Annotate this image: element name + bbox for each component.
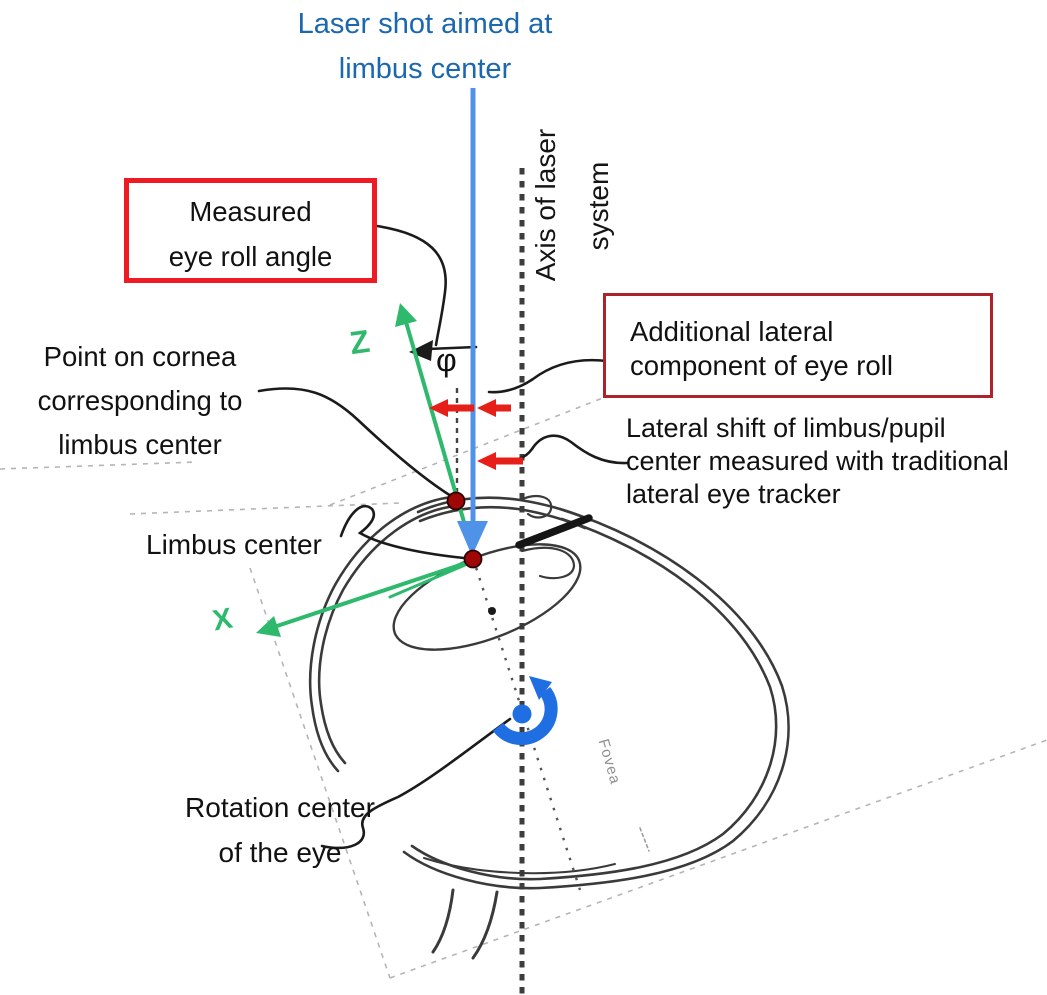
rotation-center-line2: of the eye <box>218 837 342 868</box>
roll-component-arrow-right <box>477 399 511 417</box>
limbus-center-dot <box>463 549 483 569</box>
coordinate-axes <box>256 303 477 637</box>
measured-eye-roll-line2: eye roll angle <box>168 241 333 272</box>
point-on-cornea-line2: corresponding to <box>37 385 243 416</box>
ciliary-squiggle-lower <box>520 546 576 580</box>
sclera-right-bottom-inner <box>410 517 778 881</box>
leader-rotation-center <box>320 717 512 850</box>
rotation-arrow-arc <box>492 687 558 746</box>
point-on-cornea-line3: limbus center <box>58 429 222 460</box>
lateral-shift-line3: lateral eye tracker <box>626 479 841 509</box>
optic-nerve-left <box>431 888 455 954</box>
laser-axis-label-line1: Axis of laser <box>530 128 561 282</box>
lateral-shift-label: Lateral shift of limbus/pupil center mea… <box>626 412 1047 511</box>
x-axis-double-stroke <box>388 560 474 599</box>
red-markers <box>446 491 483 569</box>
rotation-center-dot <box>512 704 532 724</box>
laser-shot-title: Laser shot aimed at limbus center <box>255 2 595 92</box>
plane-upper-line <box>129 502 401 515</box>
laser-shot-title-line1: Laser shot aimed at <box>297 8 553 40</box>
additional-lateral-line1: Additional lateral <box>630 316 834 347</box>
laser-beam-arrowhead-icon <box>457 521 488 556</box>
z-axis-line <box>404 320 477 562</box>
fovea-pointer-dash <box>639 827 650 852</box>
plane-bottom-edge <box>389 739 1047 979</box>
point-on-cornea-line1: Point on cornea <box>43 341 237 372</box>
rotation-center-line1: Rotation center <box>185 792 375 823</box>
optic-nerve-right <box>471 890 499 960</box>
z-axis-arrowhead-icon <box>395 303 417 327</box>
point-on-cornea-label: Point on cornea corresponding to limbus … <box>12 335 268 467</box>
eye-sketch <box>308 495 790 960</box>
rotation-center-label: Rotation center of the eye <box>152 785 408 875</box>
additional-lateral-box: Additional lateral component of eye roll <box>603 293 993 398</box>
measured-eye-roll-box: Measured eye roll angle <box>124 178 377 283</box>
leader-additional-lateral <box>487 358 609 394</box>
leader-point-on-cornea <box>257 387 453 498</box>
cornea-point-dot <box>446 491 466 511</box>
laser-beam <box>457 88 488 556</box>
x-axis-line <box>266 558 477 631</box>
cornea-left-outer <box>308 495 454 773</box>
leader-measured-roll <box>375 224 447 347</box>
rotation-indicator <box>492 676 558 746</box>
lateral-shift-line1: Lateral shift of limbus/pupil <box>626 413 946 443</box>
lateral-arrows <box>429 399 523 470</box>
measured-eye-roll-line1: Measured <box>189 196 312 227</box>
phi-pointer-line <box>426 345 478 351</box>
phi-angle-symbol: φ <box>436 342 457 378</box>
lateral-shift-arrow <box>477 452 523 470</box>
lateral-shift-line2: center measured with traditional <box>626 446 1009 476</box>
leader-limbus-center <box>339 504 466 560</box>
limbus-ellipse <box>392 543 582 651</box>
laser-axis-label-line2: system <box>583 161 614 251</box>
ciliary-squiggle-upper <box>518 495 553 519</box>
pupil-center-dot <box>488 607 496 615</box>
additional-lateral-line2: component of eye roll <box>630 350 893 381</box>
phi-arrowhead-icon <box>409 340 433 361</box>
retina-line <box>423 857 616 875</box>
rotation-arrowhead-icon <box>529 676 552 700</box>
eye-optical-axis <box>471 557 582 891</box>
cornea-left-inner <box>317 504 457 765</box>
heavy-limbal-stroke <box>515 514 593 549</box>
sclera-right-bottom-outer <box>402 507 790 890</box>
x-axis-arrowhead-icon <box>256 616 281 637</box>
laser-shot-title-line2: limbus center <box>338 53 512 85</box>
limbus-center-label: Limbus center <box>146 529 322 560</box>
roll-component-arrow-left <box>429 399 474 417</box>
